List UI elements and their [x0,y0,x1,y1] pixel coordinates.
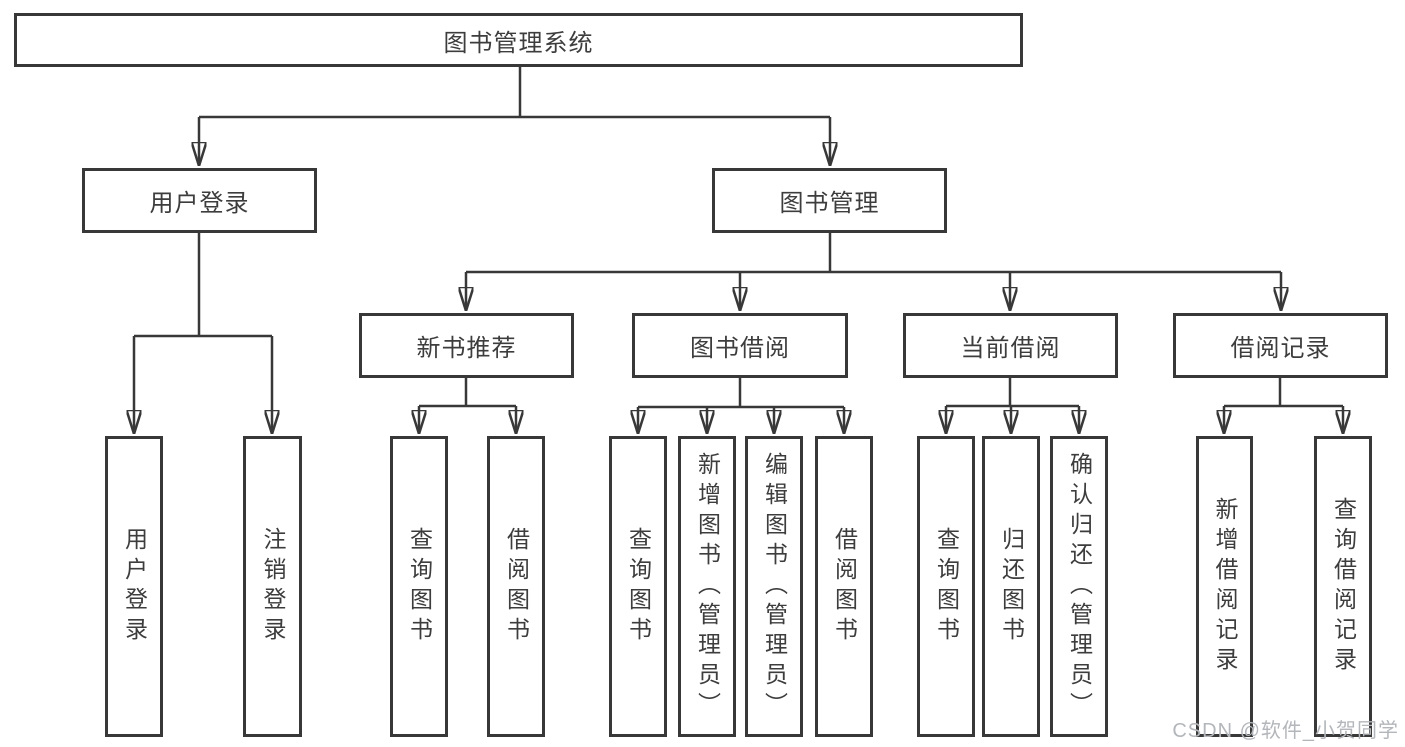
leaf-borrow-add-admin: 新增图书（管理员） [678,436,736,737]
leaf-logout-label: 注销登录 [260,526,286,647]
node-system-root: 图书管理系统 [14,13,1023,67]
node-borrow-records-label: 借阅记录 [1230,335,1331,362]
node-user-login-label: 用户登录 [149,190,250,217]
node-current-borrow-label: 当前借阅 [960,335,1061,362]
leaf-records-add: 新增借阅记录 [1196,436,1253,737]
leaf-records-add-label: 新增借阅记录 [1212,496,1238,677]
leaf-borrow-query-label: 查询图书 [625,526,652,647]
leaf-borrow-borrow: 借阅图书 [815,436,873,737]
node-book-management-label: 图书管理 [779,190,880,217]
leaf-newbooks-borrow: 借阅图书 [487,436,545,737]
leaf-borrow-query: 查询图书 [609,436,667,737]
node-new-book-recommend: 新书推荐 [359,313,574,378]
node-borrow-records: 借阅记录 [1173,313,1388,378]
leaf-user-login-label: 用户登录 [121,526,148,647]
leaf-user-login: 用户登录 [105,436,163,737]
node-new-book-recommend-label: 新书推荐 [416,335,517,362]
leaf-borrow-edit-admin-label: 编辑图书（管理员） [761,451,788,722]
leaf-newbooks-query-label: 查询图书 [406,526,433,647]
leaf-records-query: 查询借阅记录 [1314,436,1372,737]
leaf-borrow-edit-admin: 编辑图书（管理员） [745,436,803,737]
leaf-current-confirm-return-admin: 确认归还（管理员） [1050,436,1108,737]
leaf-current-confirm-return-admin-label: 确认归还（管理员） [1066,451,1093,722]
watermark-text: CSDN @软件_小贺同学 [1172,720,1399,742]
leaf-current-return-label: 归还图书 [998,526,1025,647]
leaf-logout: 注销登录 [243,436,302,737]
node-book-borrow: 图书借阅 [632,313,848,378]
leaf-borrow-add-admin-label: 新增图书（管理员） [694,451,721,722]
leaf-newbooks-borrow-label: 借阅图书 [503,526,530,647]
node-system-root-label: 图书管理系统 [443,29,594,57]
leaf-borrow-borrow-label: 借阅图书 [831,526,858,647]
leaf-current-query-label: 查询图书 [933,526,960,647]
leaf-current-return: 归还图书 [982,436,1040,737]
node-book-management: 图书管理 [712,168,947,233]
leaf-newbooks-query: 查询图书 [390,436,448,737]
node-user-login: 用户登录 [82,168,317,233]
leaf-current-query: 查询图书 [917,436,975,737]
leaf-records-query-label: 查询借阅记录 [1330,496,1357,677]
node-book-borrow-label: 图书借阅 [690,335,790,362]
node-current-borrow: 当前借阅 [903,313,1118,378]
